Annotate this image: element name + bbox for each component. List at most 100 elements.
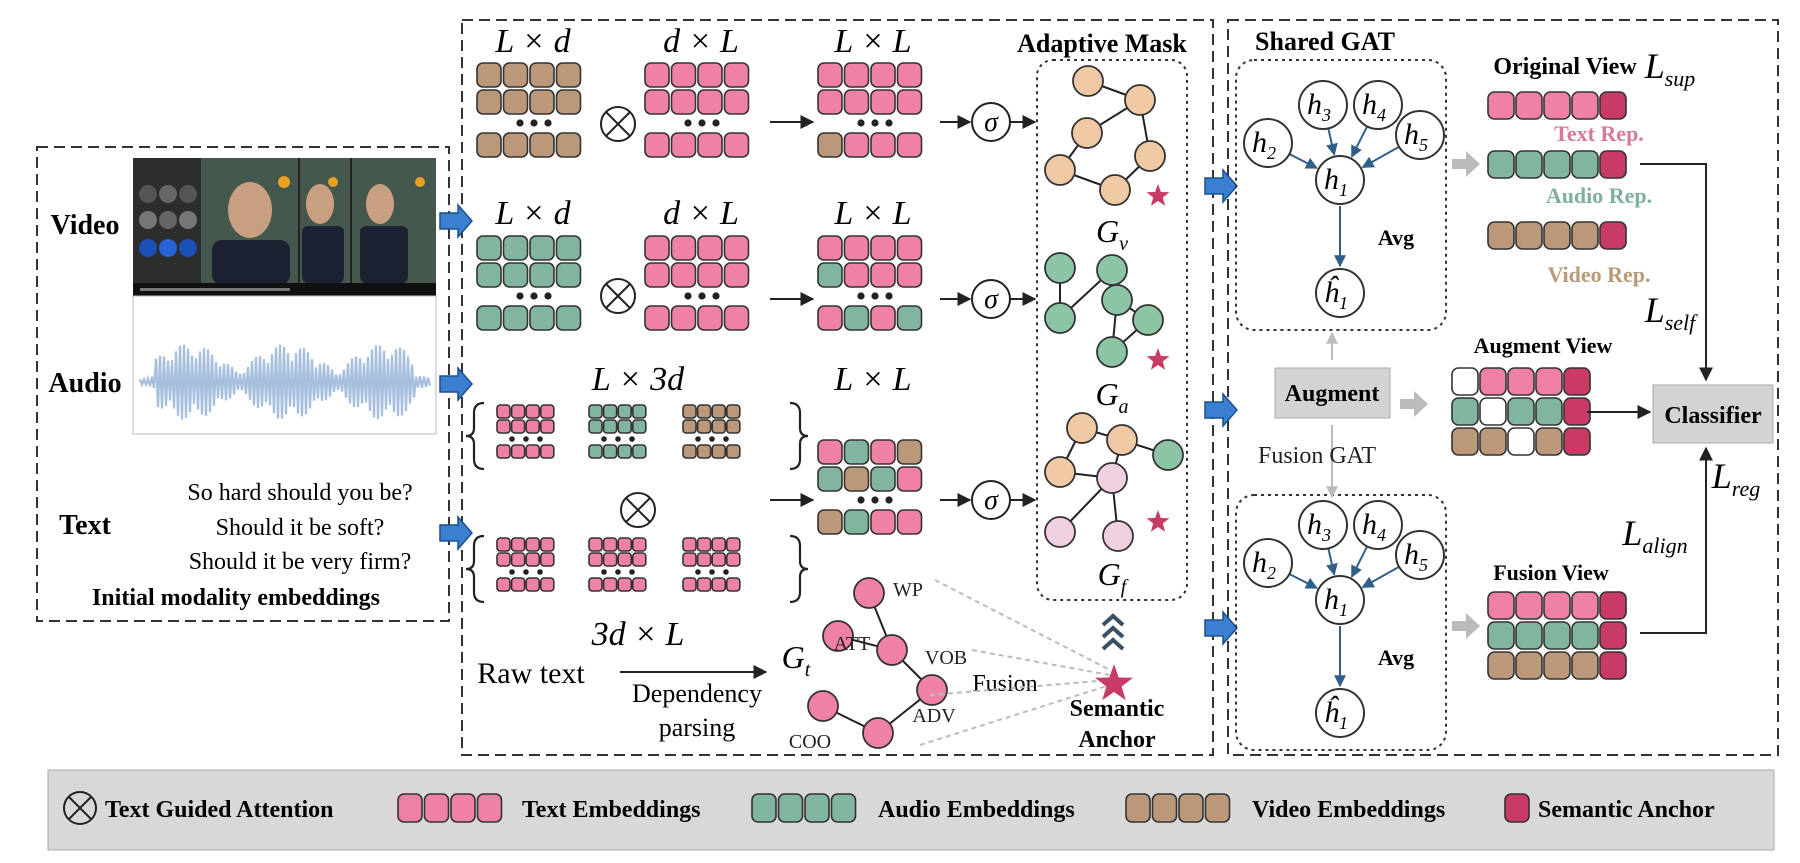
embedding-cell bbox=[631, 577, 647, 592]
embedding-cell bbox=[1571, 621, 1599, 650]
initial-embeddings-caption: Initial modality embeddings bbox=[92, 585, 380, 611]
embedding-cell bbox=[697, 305, 723, 331]
graph-node bbox=[1044, 302, 1076, 334]
embedding-cell bbox=[843, 305, 870, 331]
fusion-gat-box bbox=[1235, 494, 1447, 751]
embedding-cell bbox=[843, 439, 870, 465]
embedding-cell bbox=[1543, 651, 1571, 680]
gat-node bbox=[1353, 80, 1403, 130]
graph-node bbox=[1071, 117, 1103, 149]
embedding-cell bbox=[502, 132, 529, 158]
embedding-cell bbox=[1507, 427, 1535, 456]
fusion-gat-label: Fusion GAT bbox=[1258, 443, 1376, 469]
embedding-cell bbox=[1571, 150, 1599, 179]
embedding-cell bbox=[723, 89, 750, 115]
embedding-cell bbox=[1204, 793, 1231, 823]
ellipsis-dot bbox=[530, 292, 538, 300]
graph-node bbox=[1099, 174, 1131, 206]
embedding-cell bbox=[496, 537, 511, 552]
embedding-cell bbox=[529, 262, 555, 288]
embedding-cell bbox=[502, 235, 529, 261]
graph-node bbox=[1044, 252, 1076, 284]
embedding-cell bbox=[476, 262, 502, 288]
shape-label-row1-a: L × d bbox=[494, 23, 571, 60]
embedding-cell bbox=[696, 419, 712, 434]
embedding-cell bbox=[723, 305, 750, 331]
embedding-cell bbox=[510, 419, 526, 434]
ellipsis-dot bbox=[695, 436, 701, 442]
graph-node bbox=[1132, 304, 1164, 336]
embedding-cell bbox=[843, 132, 870, 158]
gat-node bbox=[1315, 155, 1365, 205]
graph-arrow-3 bbox=[1204, 610, 1238, 646]
mask-graphs bbox=[1044, 65, 1184, 552]
graph-arrow-2 bbox=[1204, 392, 1238, 428]
embedding-cell bbox=[870, 262, 896, 288]
gat-edge bbox=[1326, 128, 1338, 156]
embedding-cell bbox=[696, 552, 712, 567]
embedding-cell bbox=[817, 262, 843, 288]
text-line-1: So hard should you be? bbox=[187, 480, 412, 506]
embedding-cell bbox=[817, 132, 843, 158]
embedding-cell bbox=[1125, 793, 1151, 823]
otimes-symbols bbox=[600, 106, 656, 528]
embedding-cell bbox=[870, 132, 896, 158]
ellipsis-dot bbox=[885, 292, 893, 300]
embedding-cell bbox=[502, 62, 529, 88]
legend-text: Text Embeddings bbox=[522, 797, 701, 823]
embedding-cell bbox=[711, 419, 727, 434]
embedding-cell bbox=[1515, 150, 1543, 179]
embedding-cell bbox=[723, 132, 750, 158]
shared-gat-box bbox=[1235, 59, 1447, 331]
ellipsis-dot bbox=[684, 292, 692, 300]
embedding-cell bbox=[502, 262, 529, 288]
embedding-cell bbox=[510, 577, 526, 592]
embedding-cell bbox=[843, 262, 870, 288]
embedding-cell bbox=[670, 262, 697, 288]
ellipsis-dot bbox=[885, 119, 893, 127]
legend-video: Video Embeddings bbox=[1252, 797, 1445, 823]
embedding-cell bbox=[1535, 367, 1563, 396]
embedding-cell bbox=[817, 305, 843, 331]
gat-node bbox=[1315, 575, 1365, 625]
sigma-2: σ bbox=[984, 284, 999, 315]
embedding-cell bbox=[617, 419, 633, 434]
embedding-cell bbox=[711, 404, 727, 419]
embedding-cell bbox=[502, 89, 529, 115]
video-label: Video bbox=[51, 210, 120, 241]
ellipsis-dot bbox=[601, 569, 607, 575]
gat-edge bbox=[1350, 545, 1369, 578]
ellipsis-dot bbox=[601, 436, 607, 442]
embedding-cell bbox=[723, 235, 750, 261]
ellipsis-dot bbox=[537, 436, 543, 442]
embedding-cell bbox=[723, 62, 750, 88]
embedding-cell bbox=[696, 404, 712, 419]
shared-gat-title: Shared GAT bbox=[1255, 27, 1395, 56]
ellipsis-dot bbox=[857, 496, 865, 504]
embedding-cell bbox=[1487, 150, 1515, 179]
graph-node bbox=[1096, 254, 1128, 286]
embedding-cell bbox=[476, 132, 502, 158]
ellipsis-dot bbox=[712, 292, 720, 300]
embedding-cell bbox=[555, 235, 582, 261]
graph-label-gt: Gt bbox=[782, 639, 811, 681]
embedding-cell bbox=[1515, 621, 1543, 650]
embedding-cell bbox=[602, 577, 618, 592]
embedding-cell bbox=[631, 419, 647, 434]
dep-label-wp: WP bbox=[893, 579, 923, 601]
fusion-lines bbox=[919, 579, 1111, 746]
embedding-cell bbox=[725, 537, 741, 552]
gat-panel bbox=[1227, 19, 1779, 756]
embedding-cell bbox=[670, 305, 697, 331]
embedding-cell bbox=[1515, 591, 1543, 620]
embedding-cell bbox=[1178, 793, 1204, 823]
ellipsis-dot bbox=[544, 292, 552, 300]
attention-arrows bbox=[770, 115, 972, 507]
embedding-cell bbox=[1451, 367, 1479, 396]
classifier-label: Classifier bbox=[1664, 403, 1762, 429]
avg-label: Avg bbox=[1378, 225, 1414, 250]
legend-bar bbox=[47, 769, 1775, 851]
embedding-cell bbox=[870, 305, 896, 331]
